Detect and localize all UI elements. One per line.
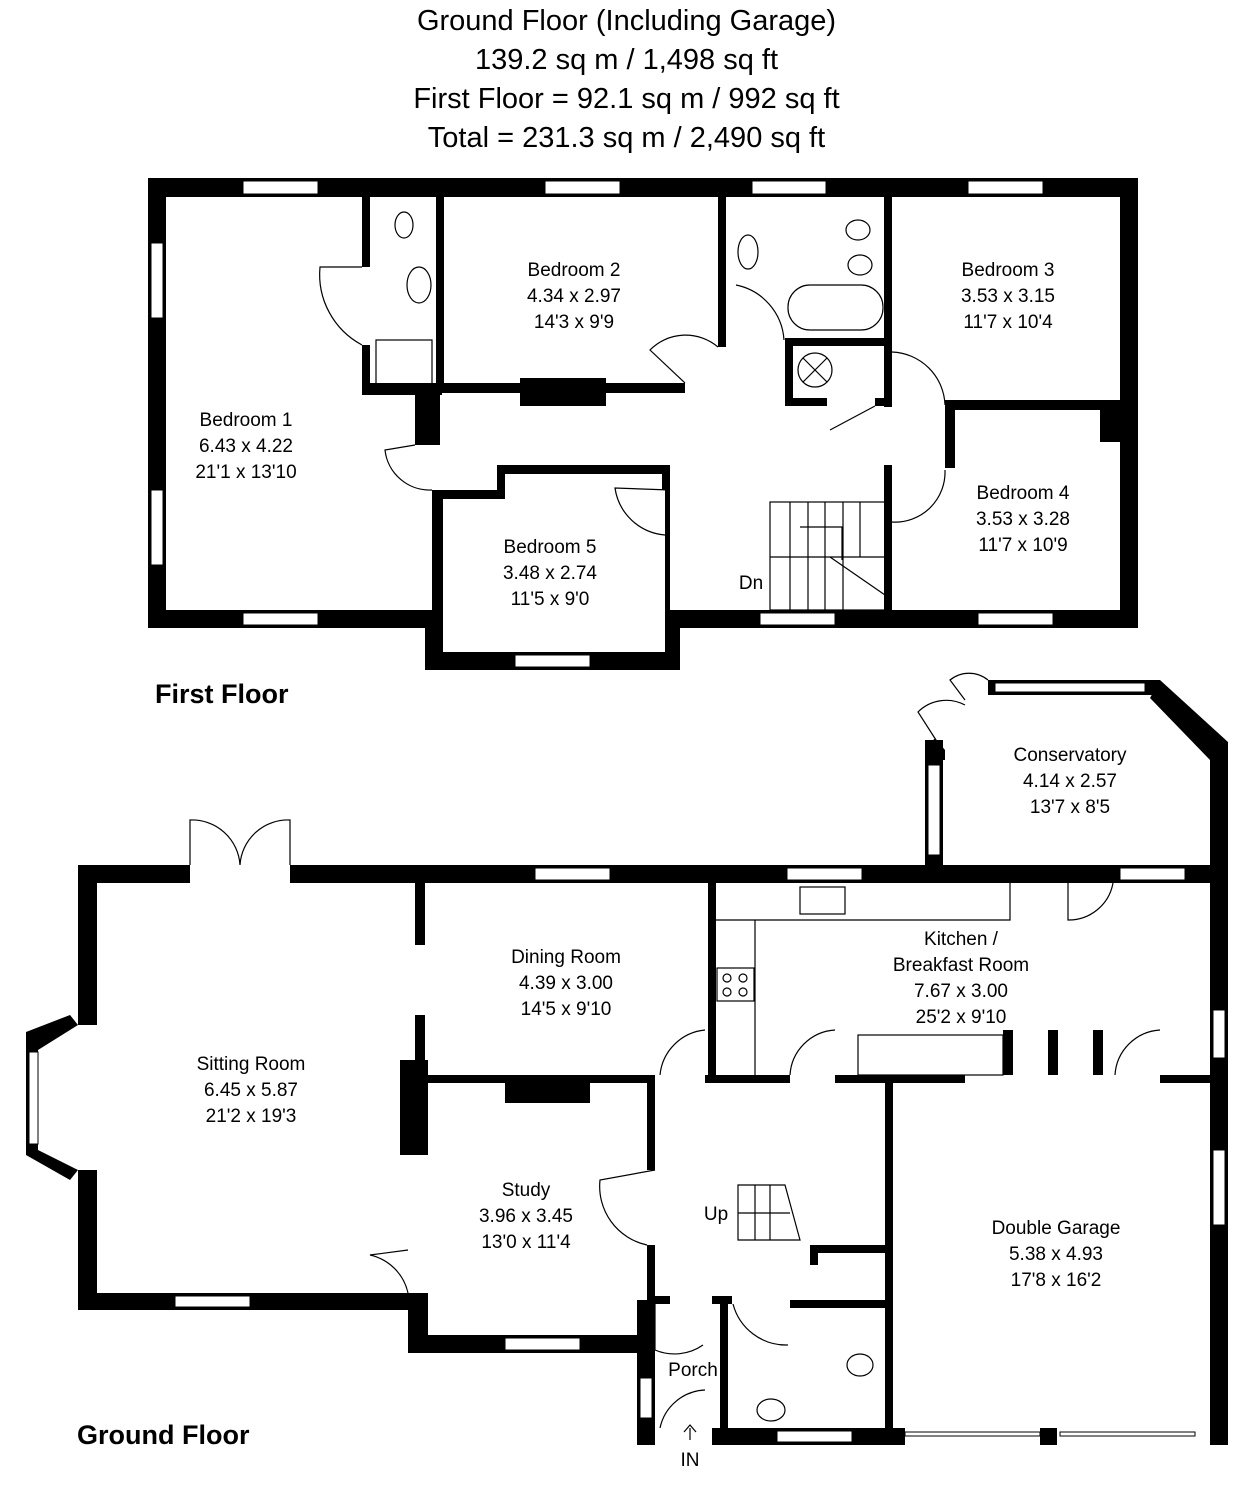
bedroom-5-imperial: 11'5 x 9'0 bbox=[511, 589, 590, 610]
header-ground-floor-size: 139.2 sq m / 1,498 sq ft bbox=[474, 44, 779, 76]
first-floor-label: First Floor bbox=[155, 679, 289, 709]
stairs-down-label: Dn bbox=[739, 573, 763, 594]
first-floor-walls bbox=[148, 178, 1138, 670]
garage-name: Double Garage bbox=[992, 1218, 1121, 1239]
ground-floor-windows bbox=[28, 682, 1226, 1443]
kitchen-name: Kitchen / bbox=[924, 929, 999, 950]
bedroom-5-metric: 3.48 x 2.74 bbox=[503, 563, 597, 584]
dining-room-imperial: 14'5 x 9'10 bbox=[521, 999, 612, 1020]
bedroom-1-metric: 6.43 x 4.22 bbox=[199, 436, 293, 457]
kitchen-name-line2: Breakfast Room bbox=[893, 955, 1029, 976]
dining-room-metric: 4.39 x 3.00 bbox=[519, 973, 613, 994]
study-metric: 3.96 x 3.45 bbox=[479, 1206, 573, 1227]
dining-room-name: Dining Room bbox=[511, 947, 621, 968]
header-total-area: Total = 231.3 sq m / 2,490 sq ft bbox=[427, 122, 826, 154]
conservatory-metric: 4.14 x 2.57 bbox=[1023, 771, 1117, 792]
bedroom-4-name: Bedroom 4 bbox=[977, 483, 1070, 504]
kitchen-imperial: 25'2 x 9'10 bbox=[916, 1007, 1007, 1028]
bedroom-5-name: Bedroom 5 bbox=[504, 537, 597, 558]
bedroom-1-imperial: 21'1 x 13'10 bbox=[195, 462, 296, 483]
sitting-room-metric: 6.45 x 5.87 bbox=[204, 1080, 298, 1101]
bedroom-4-metric: 3.53 x 3.28 bbox=[976, 509, 1070, 530]
conservatory-name: Conservatory bbox=[1014, 745, 1127, 766]
entrance-label: IN bbox=[681, 1450, 700, 1471]
bedroom-1-name: Bedroom 1 bbox=[200, 410, 293, 431]
header-first-floor-area: First Floor = 92.1 sq m / 992 sq ft bbox=[413, 83, 840, 115]
sitting-room-imperial: 21'2 x 19'3 bbox=[206, 1106, 297, 1127]
porch-name: Porch bbox=[668, 1360, 718, 1381]
study-name: Study bbox=[502, 1180, 551, 1201]
header-ground-floor-area: Ground Floor (Including Garage) bbox=[416, 5, 837, 37]
bedroom-2-name: Bedroom 2 bbox=[528, 260, 621, 281]
kitchen-metric: 7.67 x 3.00 bbox=[914, 981, 1008, 1002]
stairs-up-label: Up bbox=[704, 1204, 728, 1225]
garage-imperial: 17'8 x 16'2 bbox=[1011, 1270, 1102, 1291]
bedroom-2-metric: 4.34 x 2.97 bbox=[527, 286, 621, 307]
bedroom-4-imperial: 11'7 x 10'9 bbox=[978, 535, 1067, 556]
bedroom-2-imperial: 14'3 x 9'9 bbox=[534, 312, 614, 333]
first-floor-fixtures bbox=[319, 211, 946, 611]
ground-floor-fixtures bbox=[189, 672, 1161, 1440]
bedroom-3-name: Bedroom 3 bbox=[962, 260, 1055, 281]
first-floor-windows bbox=[150, 180, 1054, 668]
bedroom-3-metric: 3.53 x 3.15 bbox=[961, 286, 1055, 307]
sitting-room-name: Sitting Room bbox=[197, 1054, 306, 1075]
conservatory-imperial: 13'7 x 8'5 bbox=[1030, 797, 1110, 818]
ground-floor-label: Ground Floor bbox=[77, 1420, 250, 1450]
garage-metric: 5.38 x 4.93 bbox=[1009, 1244, 1103, 1265]
bedroom-3-imperial: 11'7 x 10'4 bbox=[963, 312, 1053, 333]
study-imperial: 13'0 x 11'4 bbox=[481, 1232, 571, 1253]
